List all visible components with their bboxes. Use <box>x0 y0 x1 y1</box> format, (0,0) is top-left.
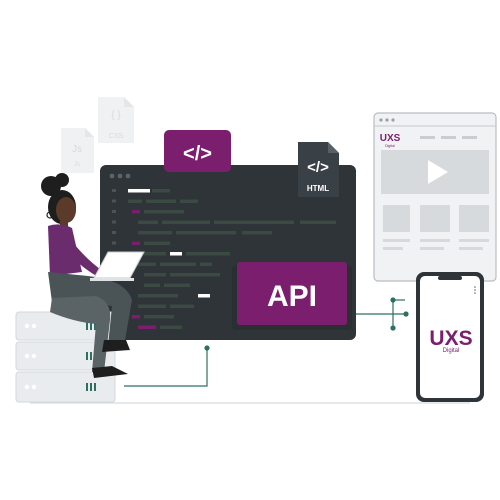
smartphone: UXS Digital <box>416 272 484 402</box>
svg-text:Digital: Digital <box>443 348 460 354</box>
code-line-segment <box>138 220 158 224</box>
line-number <box>112 210 116 213</box>
code-line-segment <box>128 189 150 193</box>
code-line-segment <box>214 220 294 224</box>
code-line-segment <box>146 199 176 203</box>
line-number <box>112 231 116 234</box>
code-line-segment <box>138 231 172 235</box>
line-number <box>112 199 116 203</box>
developer-woman <box>41 173 145 378</box>
network-connectors <box>124 299 406 387</box>
browser-window: UXS Digital <box>373 112 497 282</box>
code-line-segment <box>132 241 140 245</box>
code-line-segment <box>162 220 210 224</box>
line-number <box>112 189 116 192</box>
connector-dots <box>204 297 409 351</box>
code-line-segment <box>132 210 140 214</box>
svg-text:API: API <box>267 280 317 313</box>
code-line-segment <box>180 199 198 203</box>
code-line-segment <box>152 189 170 193</box>
code-line-segment <box>132 315 140 319</box>
browser-logo: UXS <box>380 133 401 144</box>
code-line-segment <box>176 231 236 235</box>
code-tag-badge: </> <box>164 130 231 172</box>
code-line-segment <box>138 252 166 256</box>
api-badge: API <box>232 262 352 330</box>
play-icon <box>428 160 448 184</box>
html-file-icon: </> HTML <box>298 142 339 197</box>
svg-text:Js: Js <box>72 144 82 155</box>
server-rack <box>15 311 116 403</box>
phone-logo: UXS <box>429 327 472 350</box>
svg-text:CSS: CSS <box>109 133 124 140</box>
line-number <box>112 241 116 245</box>
code-line-segment <box>164 283 190 287</box>
code-line-segment <box>138 325 156 329</box>
code-line-segment <box>242 231 272 235</box>
code-line-segment <box>138 294 178 298</box>
svg-text:</>: </> <box>307 159 329 176</box>
code-line-segment <box>144 241 170 245</box>
code-line-segment <box>128 199 142 203</box>
code-line-segment <box>144 210 184 214</box>
svg-text:Digital: Digital <box>385 144 395 148</box>
code-line-segment <box>198 294 210 298</box>
code-line-segment <box>138 262 156 266</box>
code-line-segment <box>200 262 212 266</box>
line-number <box>112 220 116 224</box>
code-line-segment <box>144 273 166 277</box>
code-line-segment <box>144 315 174 319</box>
code-line-segment <box>138 304 166 308</box>
code-line-segment <box>170 273 220 277</box>
css-file-icon: { } CSS <box>98 97 134 143</box>
code-line-segment <box>300 220 336 224</box>
js-file-icon: Js Js <box>61 128 94 173</box>
code-line-segment <box>144 283 160 287</box>
svg-text:Js: Js <box>74 162 80 168</box>
code-line-segment <box>160 262 196 266</box>
code-line-segment <box>160 325 182 329</box>
svg-text:{ }: { } <box>111 110 121 121</box>
code-line-segment <box>186 252 230 256</box>
code-line-segment <box>170 252 182 256</box>
code-line-segment <box>170 304 194 308</box>
code-tag-icon: </> <box>183 143 212 165</box>
svg-text:HTML: HTML <box>307 184 329 193</box>
